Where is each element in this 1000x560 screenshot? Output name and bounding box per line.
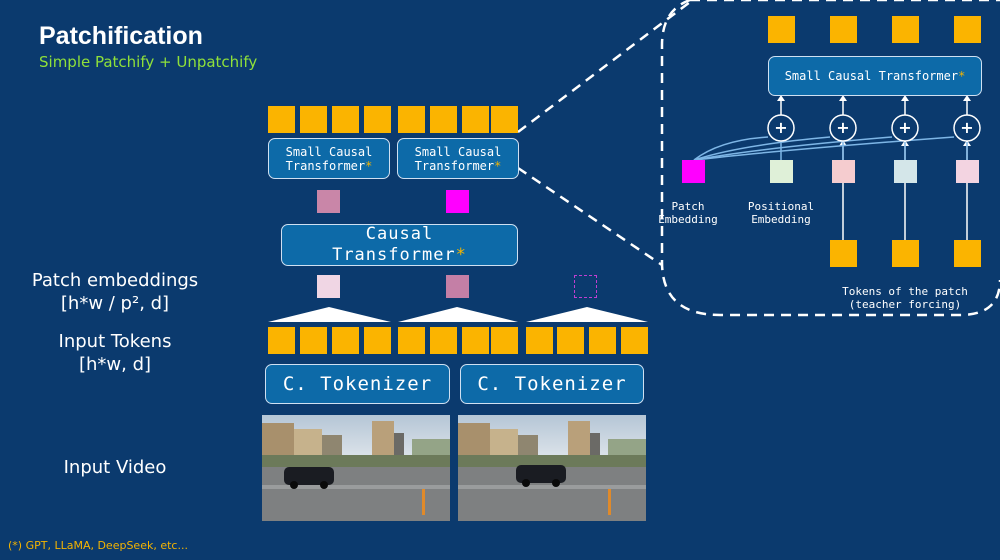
- input-token: [268, 327, 295, 354]
- output-token: [398, 106, 425, 133]
- star-marker: *: [455, 245, 467, 265]
- zoom-positional-embedding-4: [956, 160, 979, 183]
- star-marker: *: [365, 158, 373, 173]
- input-token: [462, 327, 489, 354]
- plus-sign-2: +: [836, 118, 850, 137]
- patch-embeddings-label-line-2: [h*w / p², d]: [60, 293, 170, 314]
- input-tokens-label: Input Tokens [h*w, d]: [0, 330, 230, 376]
- input-video-label: Input Video: [63, 457, 167, 478]
- causal-transformer-box: Causal Transformer*: [281, 224, 518, 266]
- zoom-output-token: [954, 16, 981, 43]
- output-token: [462, 106, 489, 133]
- plus-sign-3: +: [898, 118, 912, 137]
- zoom-plus-circles: [767, 114, 981, 142]
- input-token: [491, 327, 518, 354]
- zoom-positional-embedding-label: Positional Embedding: [740, 200, 822, 226]
- zoom-positional-embedding-label-line-1: Positional: [747, 200, 815, 213]
- input-token: [364, 327, 391, 354]
- causal-transformer-line-1: Causal: [365, 224, 434, 244]
- zoom-callout-outline: [660, 0, 1000, 317]
- plus-sign-4: +: [960, 118, 974, 137]
- zoom-tokens-label-line-1: Tokens of the patch: [842, 285, 968, 298]
- patch-embeddings-label-line-1: Patch embeddings: [31, 270, 199, 291]
- output-token: [268, 106, 295, 133]
- footnote: (*) GPT, LLaMA, DeepSeek, etc...: [8, 539, 188, 552]
- input-token: [526, 327, 553, 354]
- video-frame-1-image: [262, 415, 450, 521]
- patchify-triangle-2: [398, 307, 518, 322]
- zoom-patch-embedding-label-line-1: Patch: [671, 200, 705, 213]
- page-subtitle: Simple Patchify + Unpatchify: [39, 53, 258, 71]
- input-token: [332, 327, 359, 354]
- zoom-patch-embedding: [682, 160, 705, 183]
- small-causal-transformer-1-line-2: Transformer: [285, 158, 366, 173]
- input-tokens-label-line-2: [h*w, d]: [78, 354, 152, 375]
- input-patch-embedding-1: [317, 275, 340, 298]
- patch-embeddings-label: Patch embeddings [h*w / p², d]: [0, 269, 230, 315]
- input-token: [398, 327, 425, 354]
- small-causal-transformer-1-line-1: Small Causal: [285, 144, 373, 159]
- zoom-input-token: [954, 240, 981, 267]
- plus-sign-1: +: [774, 118, 788, 137]
- video-frame-2-image: [458, 415, 646, 521]
- patchify-triangle-1: [268, 307, 391, 322]
- zoom-patch-embedding-label: Patch Embedding: [656, 200, 720, 226]
- output-patch-embedding-2: [446, 190, 469, 213]
- zoom-positional-embedding-2: [832, 160, 855, 183]
- output-token: [430, 106, 457, 133]
- input-token: [557, 327, 584, 354]
- zoom-small-causal-transformer-label: Small Causal Transformer: [784, 69, 959, 83]
- zoom-output-token: [830, 16, 857, 43]
- zoom-tokens-label: Tokens of the patch (teacher forcing): [820, 285, 990, 311]
- input-patch-embedding-2: [446, 275, 469, 298]
- output-token: [364, 106, 391, 133]
- zoom-embedding-curves: [693, 136, 968, 161]
- zoom-dashed-connector-top: [517, 1, 691, 133]
- output-token: [300, 106, 327, 133]
- star-marker: *: [958, 69, 966, 83]
- output-patch-embedding-1: [317, 190, 340, 213]
- zoom-patch-embedding-label-line-2: Embedding: [658, 213, 718, 226]
- output-token: [491, 106, 518, 133]
- star-marker: *: [494, 158, 502, 173]
- small-causal-transformer-1: Small Causal Transformer*: [268, 138, 390, 179]
- input-token: [621, 327, 648, 354]
- video-frame-2: [458, 415, 646, 521]
- tokenizer-box-2: C. Tokenizer: [460, 364, 644, 404]
- small-causal-transformer-2-line-2: Transformer: [414, 158, 495, 173]
- input-token: [589, 327, 616, 354]
- zoom-small-causal-transformer: Small Causal Transformer*: [768, 56, 982, 96]
- input-token: [300, 327, 327, 354]
- input-patch-embedding-missing: [574, 275, 597, 298]
- tokenizer-box-1: C. Tokenizer: [265, 364, 450, 404]
- output-token: [332, 106, 359, 133]
- page-title: Patchification: [39, 22, 203, 50]
- zoom-positional-embedding-label-line-2: Embedding: [751, 213, 811, 226]
- video-frame-1: [262, 415, 450, 521]
- patchify-triangle-3: [526, 307, 648, 322]
- zoom-input-token: [830, 240, 857, 267]
- small-causal-transformer-2: Small Causal Transformer*: [397, 138, 519, 179]
- input-tokens-label-line-1: Input Tokens: [58, 331, 172, 352]
- zoom-output-token: [892, 16, 919, 43]
- zoom-positional-embedding-3: [894, 160, 917, 183]
- zoom-dashed-connector-bottom: [517, 166, 663, 267]
- zoom-positional-embedding-1: [770, 160, 793, 183]
- zoom-tokens-label-line-2: (teacher forcing): [848, 298, 962, 311]
- zoom-input-token: [892, 240, 919, 267]
- zoom-output-token: [768, 16, 795, 43]
- input-token: [430, 327, 457, 354]
- small-causal-transformer-2-line-1: Small Causal: [414, 144, 502, 159]
- causal-transformer-line-2: Transformer: [332, 245, 456, 265]
